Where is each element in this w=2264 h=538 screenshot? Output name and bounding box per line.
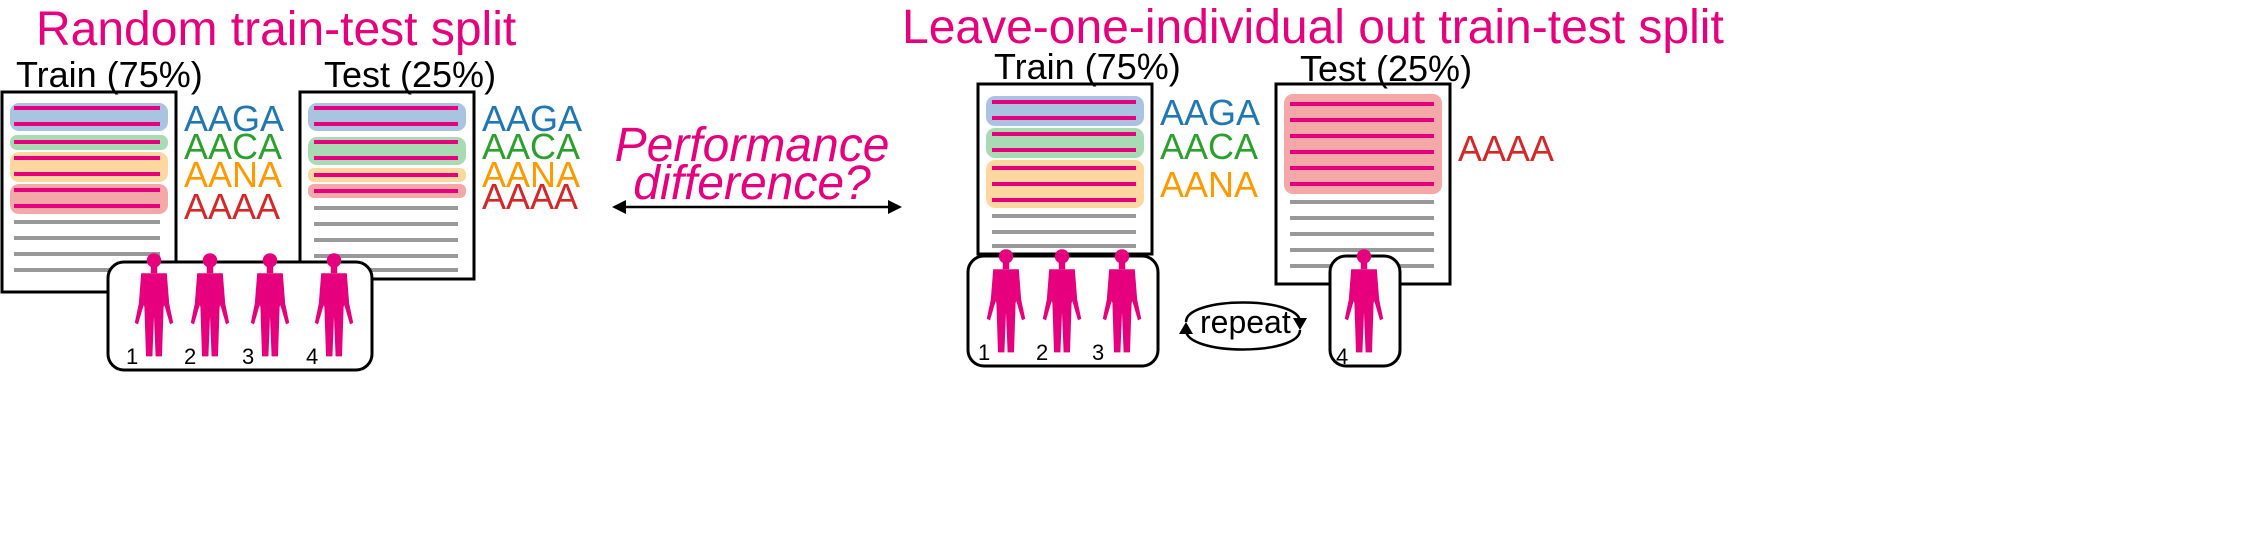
left-individual-number-3: 3 bbox=[242, 344, 255, 369]
left-train-code-4: AAAA bbox=[184, 186, 281, 227]
left-test-lines bbox=[314, 106, 458, 272]
performance-question-line1: Performance bbox=[614, 119, 890, 172]
right-test-lines bbox=[1290, 102, 1434, 268]
left-individual-number-1: 1 bbox=[126, 344, 139, 369]
double-arrow-icon bbox=[612, 200, 902, 214]
repeat-cycle-icon bbox=[1179, 301, 1307, 351]
right-train-lines bbox=[992, 100, 1136, 248]
left-test-code-4: AAAA bbox=[482, 176, 579, 217]
right-train-code-2: AACA bbox=[1160, 126, 1259, 167]
right-train-individual-number-2: 2 bbox=[1036, 340, 1049, 365]
right-test-band-red bbox=[1284, 94, 1442, 194]
left-train-label: Train (75%) bbox=[16, 54, 203, 95]
left-individual-number-2: 2 bbox=[184, 344, 197, 369]
right-train-individual-number-3: 3 bbox=[1092, 340, 1105, 365]
left-train-code-3: AANA bbox=[184, 154, 283, 195]
right-train-code-3: AANA bbox=[1160, 164, 1259, 205]
left-individuals-box bbox=[106, 260, 374, 372]
left-test-code-1: AAGA bbox=[482, 98, 583, 139]
left-title: Random train-test split bbox=[36, 3, 517, 56]
left-test-code-3: AANA bbox=[482, 154, 581, 195]
right-title: Leave-one-individual out train-test spli… bbox=[902, 1, 1724, 54]
right-train-label: Train (75%) bbox=[994, 46, 1181, 87]
right-train-code-1: AAGA bbox=[1160, 92, 1261, 133]
right-test-individual-number-4: 4 bbox=[1336, 344, 1349, 369]
right-test-label: Test (25%) bbox=[1300, 48, 1473, 89]
left-train-code-2: AACA bbox=[184, 126, 283, 167]
left-test-code-2: AACA bbox=[482, 126, 581, 167]
performance-question-line2: difference? bbox=[633, 157, 871, 210]
repeat-label: repeat bbox=[1200, 304, 1291, 340]
left-test-label: Test (25%) bbox=[324, 54, 497, 95]
right-test-code-1: AAAA bbox=[1458, 128, 1555, 169]
left-individual-number-4: 4 bbox=[306, 344, 319, 369]
right-train-individual-number-1: 1 bbox=[978, 340, 991, 365]
left-train-code-1: AAGA bbox=[184, 98, 285, 139]
